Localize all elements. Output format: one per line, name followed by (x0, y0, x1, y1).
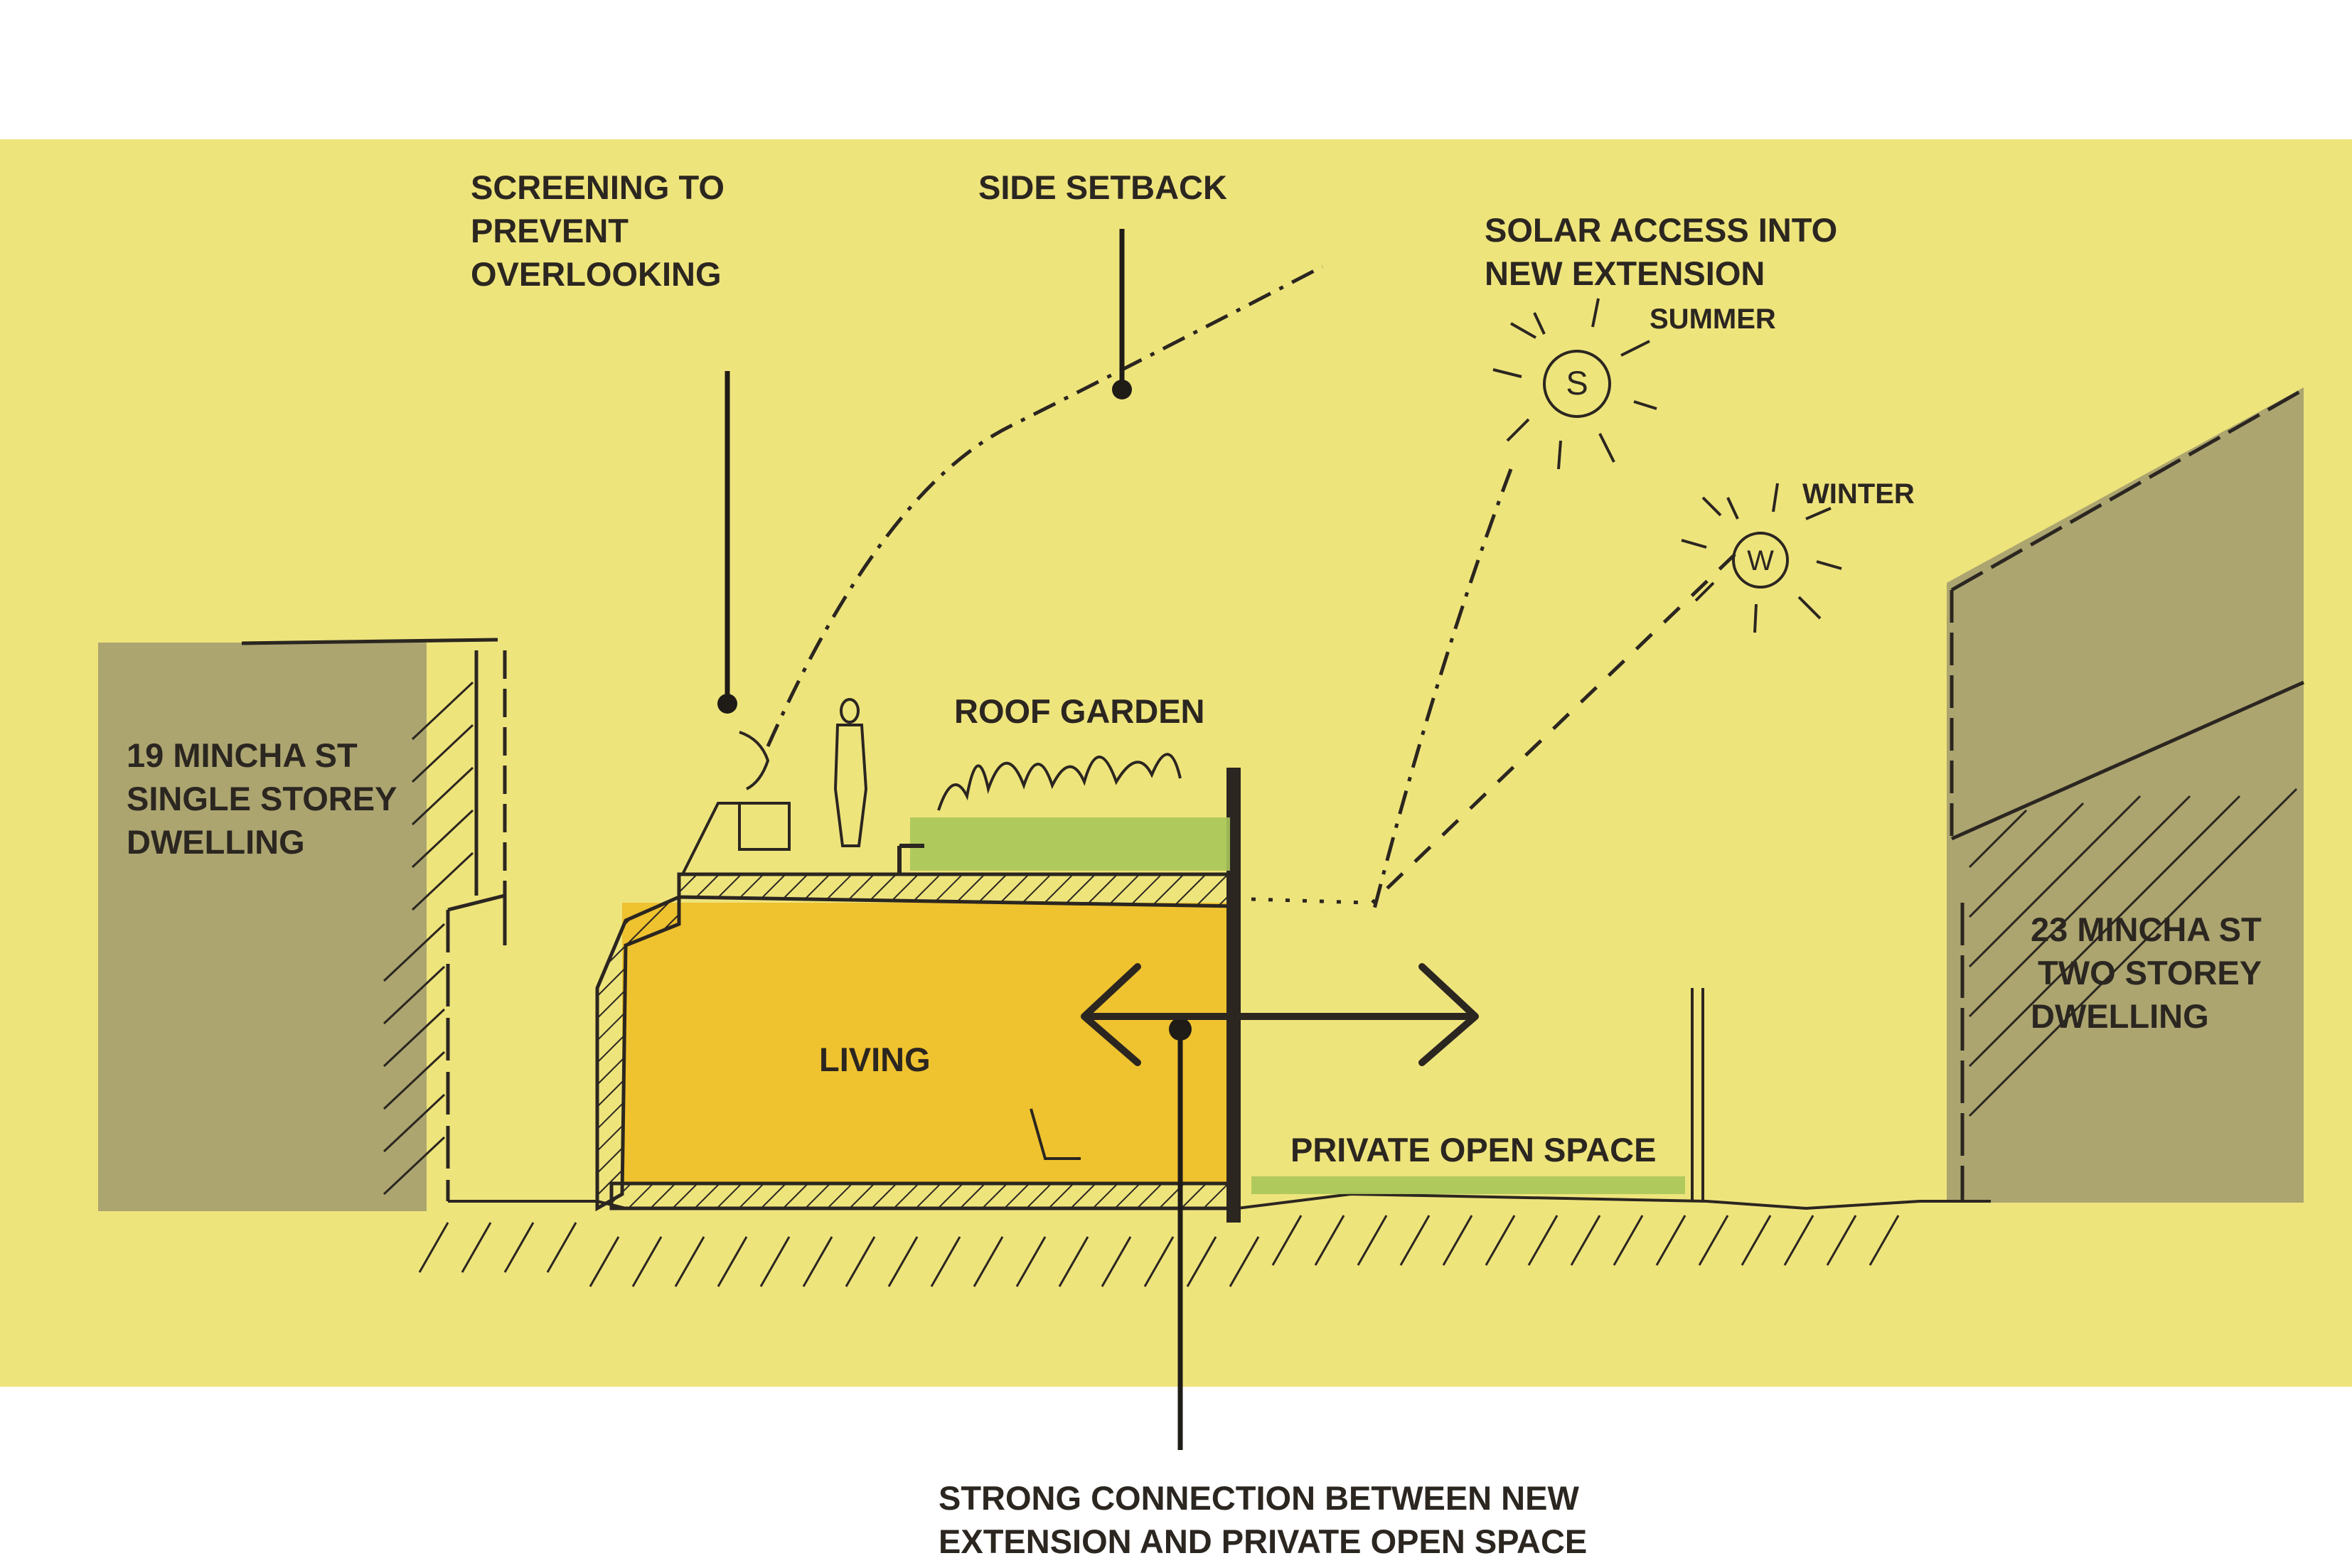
neighbour-left-block (98, 643, 427, 1211)
ground-hatching (418, 1215, 1900, 1287)
roof-garden-planter (897, 844, 924, 876)
person-figure (833, 698, 868, 847)
connection-arrow (1081, 963, 1479, 1066)
roof-garden-planting (910, 817, 1230, 871)
extension-right-wall (1226, 768, 1241, 1223)
side-setback-leader-dot (1112, 380, 1132, 399)
extension-left-wall (595, 894, 681, 1212)
connection-leader-dot (1169, 1018, 1192, 1041)
living-fill (622, 903, 1237, 1183)
side-setback-label: SIDE SETBACK (978, 168, 1227, 206)
fence (1691, 988, 1704, 1201)
private-open-space-label: PRIVATE OPEN SPACE (1290, 1131, 1656, 1169)
roof-extension-dots (1251, 897, 1366, 905)
winter-sun-icon (1681, 483, 1842, 633)
neighbour-left-outline (241, 638, 507, 1201)
roof-garden-label: ROOF GARDEN (954, 692, 1205, 730)
summer-sun-ray (1370, 468, 1513, 918)
roof-garden-sketch (937, 753, 1182, 811)
screening-leader-dot (717, 694, 737, 714)
summer-sun-icon (1492, 298, 1657, 470)
living-label: LIVING (819, 1041, 931, 1078)
winter-label: WINTER (1802, 478, 1915, 510)
winter-sun-letter: W (1747, 545, 1774, 576)
private-open-space-grass (1251, 1176, 1685, 1194)
summer-label: SUMMER (1650, 304, 1776, 335)
screening-element (681, 731, 791, 875)
neighbour-right-outline (1950, 387, 2305, 1201)
extension-floor-slab (609, 1181, 1239, 1210)
winter-sun-ray (1371, 553, 1736, 904)
neighbour-left-hatching (383, 681, 474, 1196)
interior-sun-patch (1030, 1108, 1081, 1160)
neighbour-right-hatching (1968, 788, 2298, 1117)
side-setback-line (766, 264, 1324, 748)
summer-sun-letter: S (1566, 364, 1588, 402)
